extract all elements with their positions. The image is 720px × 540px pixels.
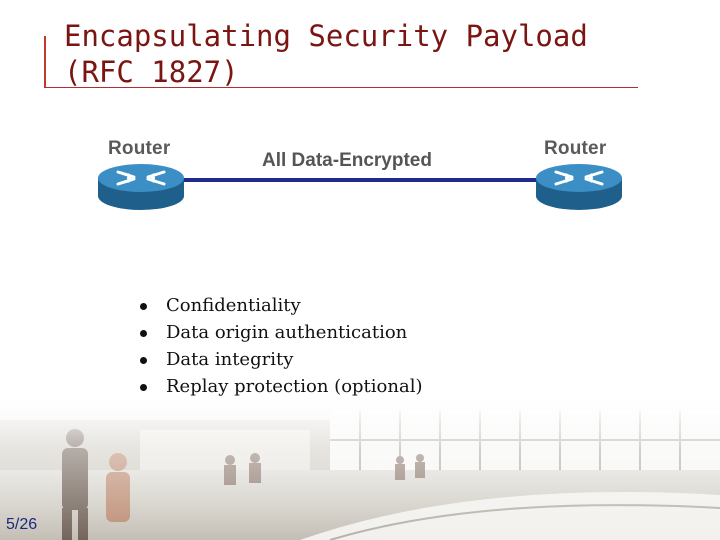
bullet-icon xyxy=(140,303,147,310)
left-router-icon xyxy=(98,164,184,210)
feature-list: Confidentiality Data origin authenticati… xyxy=(138,292,423,400)
title-accent-line xyxy=(44,36,46,88)
left-router-label: Router xyxy=(108,138,171,159)
bullet-icon xyxy=(140,330,147,337)
bullet-icon xyxy=(140,357,147,364)
encrypted-link-line xyxy=(180,178,540,182)
list-item-text: Data integrity xyxy=(166,349,294,370)
right-router-label: Router xyxy=(544,138,607,159)
list-item: Confidentiality xyxy=(138,292,423,319)
list-item: Data integrity xyxy=(138,346,423,373)
list-item-text: Replay protection (optional) xyxy=(166,376,423,397)
bullet-icon xyxy=(140,384,147,391)
title-underline xyxy=(44,87,638,88)
list-item: Data origin authentication xyxy=(138,319,423,346)
list-item-text: Confidentiality xyxy=(166,295,301,316)
background-photo xyxy=(0,400,720,540)
list-item-text: Data origin authentication xyxy=(166,322,408,343)
slide-title: Encapsulating Security Payload (RFC 1827… xyxy=(64,19,588,89)
page-number: 5/26 xyxy=(6,516,38,533)
list-item: Replay protection (optional) xyxy=(138,373,423,400)
link-label: All Data-Encrypted xyxy=(262,150,432,171)
right-router-icon xyxy=(536,164,622,210)
